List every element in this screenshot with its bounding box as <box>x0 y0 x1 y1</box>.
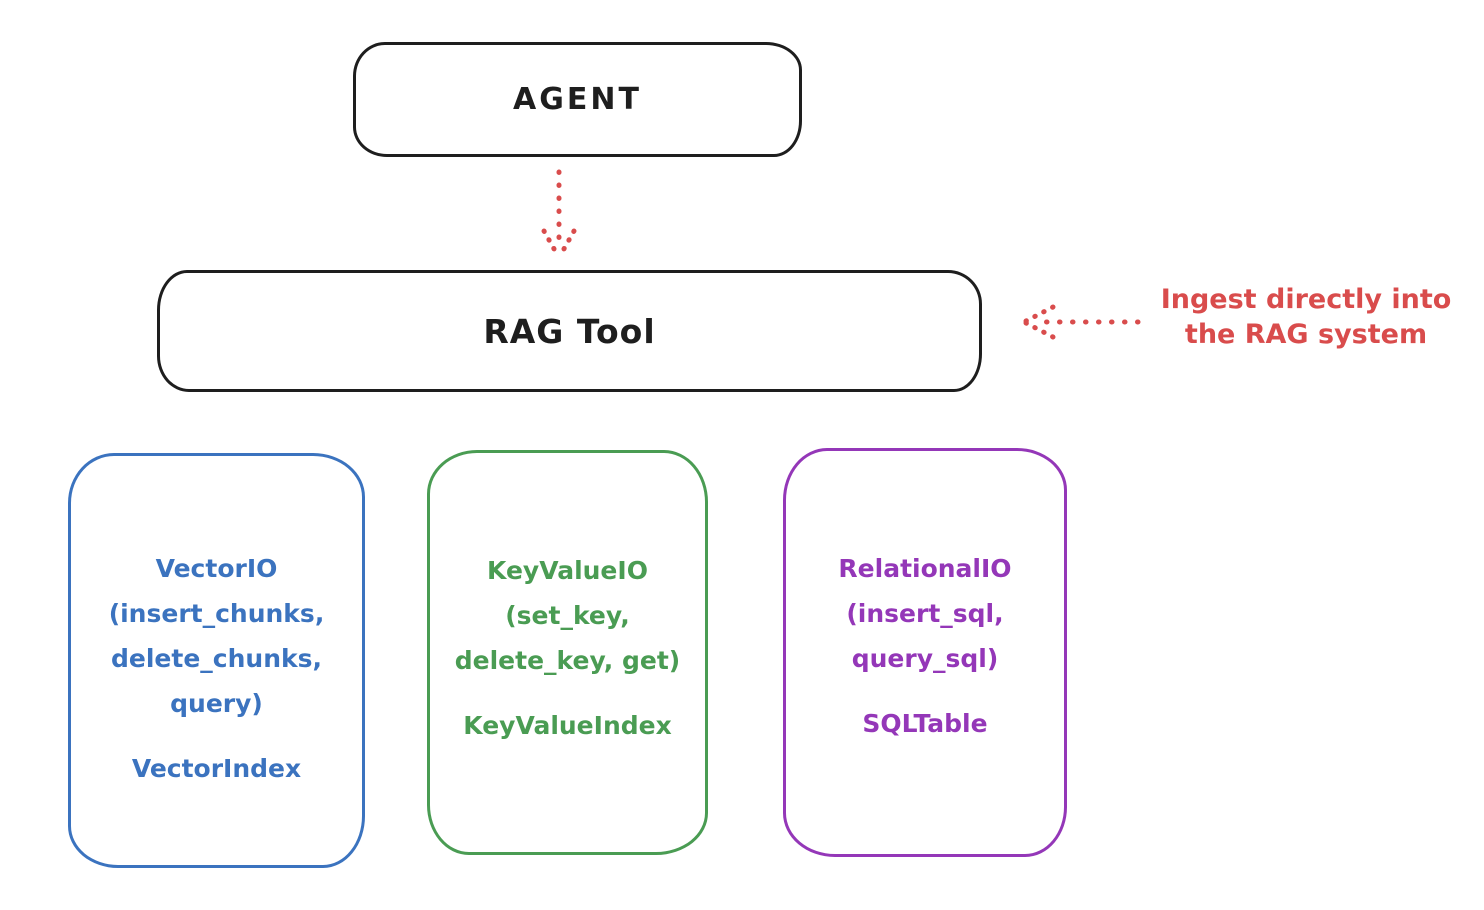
keyvalue-io-card: KeyValueIO (set_key, delete_key, get) Ke… <box>427 450 708 855</box>
annotation-to-rag-tool-arrow <box>1023 304 1141 340</box>
ingest-annotation-line1: Ingest directly into <box>1160 284 1452 315</box>
keyvalue-index-label: KeyValueIndex <box>463 711 672 740</box>
agent-box: AGENT <box>353 42 802 157</box>
relational-io-card: RelationalIO (insert_sql, query_sql) SQL… <box>783 448 1067 857</box>
agent-box-label: AGENT <box>513 82 642 117</box>
vector-io-card: VectorIO (insert_chunks, delete_chunks, … <box>68 453 365 868</box>
relational-io-methods: RelationalIO (insert_sql, query_sql) <box>838 554 1012 673</box>
sql-table-label: SQLTable <box>862 709 988 738</box>
agent-to-rag-tool-arrow <box>541 169 577 259</box>
vector-index-label: VectorIndex <box>131 754 302 783</box>
ingest-annotation: Ingest directly into the RAG system <box>1138 282 1474 352</box>
rag-tool-box-label: RAG Tool <box>483 311 656 351</box>
ingest-annotation-line2: the RAG system <box>1184 319 1428 350</box>
rag-tool-box: RAG Tool <box>157 270 982 392</box>
vector-io-methods: VectorIO (insert_chunks, delete_chunks, … <box>108 554 325 718</box>
keyvalue-io-methods: KeyValueIO (set_key, delete_key, get) <box>454 556 681 675</box>
